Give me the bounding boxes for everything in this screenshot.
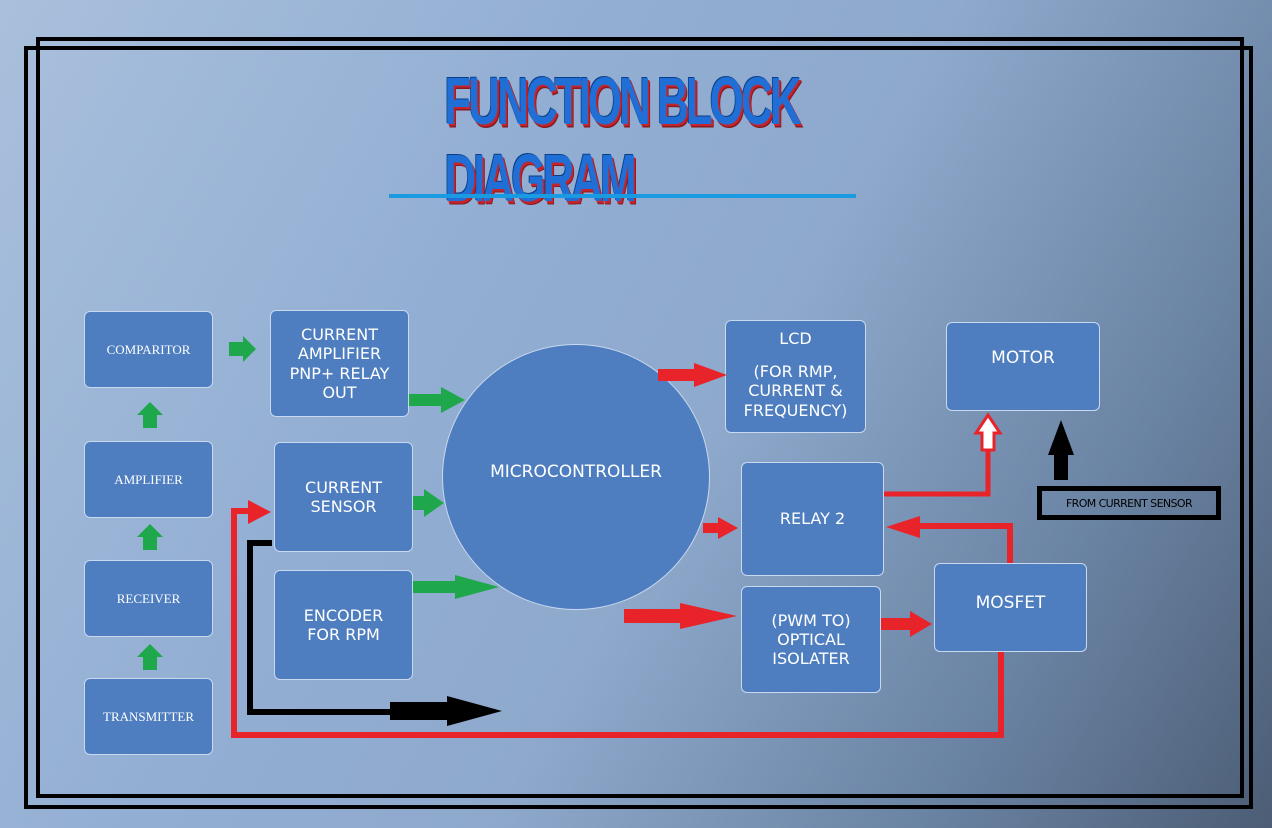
relay-2-label: RELAY 2	[779, 509, 846, 529]
block-amplifier-label: AMPLIFIER	[114, 471, 183, 487]
current-sensor-line-2: SENSOR	[310, 497, 377, 516]
microcontroller-label: MICROCONTROLLER	[490, 462, 662, 482]
arrow-amplifier-to-comparitor	[137, 402, 163, 428]
arrow-receiver-to-amplifier	[137, 524, 163, 550]
lcd-line-3: CURRENT &	[748, 381, 843, 401]
inner-frame	[36, 37, 1244, 798]
current-amplifier-line-1: CURRENT	[301, 325, 378, 345]
arrow-head-relay-2-to-motor	[973, 412, 1003, 452]
line-mosfet-to-relay-2	[918, 523, 1013, 563]
block-motor: MOTOR	[946, 322, 1100, 411]
block-receiver-label: RECEIVER	[116, 590, 181, 606]
from-current-sensor-note: FROM CURRENT SENSOR	[1037, 486, 1221, 520]
arrow-head-mosfet-to-relay-2	[886, 516, 920, 538]
arrow-comparitor-to-current-amplifier	[229, 336, 256, 362]
block-amplifier: AMPLIFIER	[84, 441, 213, 518]
current-amplifier-line-3: PNP+ RELAY	[289, 363, 390, 383]
current-sensor-line-1: CURRENT	[305, 477, 382, 497]
outer-frame	[24, 46, 1253, 809]
lcd-line-4: FREQUENCY)	[743, 400, 848, 420]
block-mosfet: MOSFET	[934, 563, 1087, 652]
arrow-optical-isolater-to-mosfet	[881, 611, 932, 637]
line-current-sensor-black	[247, 540, 400, 715]
arrow-current-amplifier-to-mcu	[409, 387, 465, 413]
block-comparitor-label: COMPARITOR	[106, 341, 191, 357]
arrow-head-mosfet-to-current-sensor	[248, 500, 271, 524]
optical-isolater-line-1: (PWM TO)	[771, 610, 851, 630]
encoder-line-1: ENCODER	[303, 605, 384, 625]
encoder-line-2: FOR RPM	[307, 625, 380, 644]
block-encoder: ENCODER FOR RPM	[274, 570, 413, 680]
block-relay-2: RELAY 2	[741, 462, 884, 576]
block-optical-isolater: (PWM TO) OPTICAL ISOLATER	[741, 586, 881, 693]
line-mosfet-to-current-sensor	[231, 508, 1004, 738]
arrow-transmitter-to-receiver	[137, 644, 163, 670]
arrow-encoder-to-mcu	[413, 575, 499, 599]
block-receiver: RECEIVER	[84, 560, 213, 637]
optical-isolater-line-2: OPTICAL	[777, 629, 845, 649]
block-microcontroller: MICROCONTROLLER	[442, 344, 710, 610]
block-transmitter: TRANSMITTER	[84, 678, 213, 755]
lcd-line-2: (FOR RMP,	[753, 362, 838, 382]
block-comparitor: COMPARITOR	[84, 311, 213, 388]
arrow-from-current-sensor-to-motor	[1048, 420, 1074, 480]
block-current-amplifier: CURRENT AMPLIFIER PNP+ RELAY OUT	[270, 310, 409, 417]
arrow-mcu-to-lcd	[658, 363, 727, 387]
arrow-head-current-sensor-black	[390, 696, 502, 726]
arrow-mcu-to-relay-2	[703, 517, 738, 539]
current-amplifier-line-4: OUT	[322, 382, 357, 402]
line-relay-2-to-motor	[884, 447, 991, 497]
motor-label: MOTOR	[991, 348, 1055, 369]
arrow-current-sensor-to-mcu	[413, 489, 444, 517]
current-amplifier-line-2: AMPLIFIER	[297, 344, 382, 364]
optical-isolater-line-3: ISOLATER	[772, 649, 850, 669]
block-current-sensor: CURRENT SENSOR	[274, 442, 413, 552]
mosfet-label: MOSFET	[975, 593, 1046, 614]
arrow-mcu-to-optical-isolater	[624, 603, 737, 629]
block-transmitter-label: TRANSMITTER	[103, 708, 194, 724]
lcd-line-1: LCD	[779, 329, 812, 348]
title-underline	[389, 194, 856, 198]
block-lcd: LCD (FOR RMP, CURRENT & FREQUENCY)	[725, 320, 866, 433]
